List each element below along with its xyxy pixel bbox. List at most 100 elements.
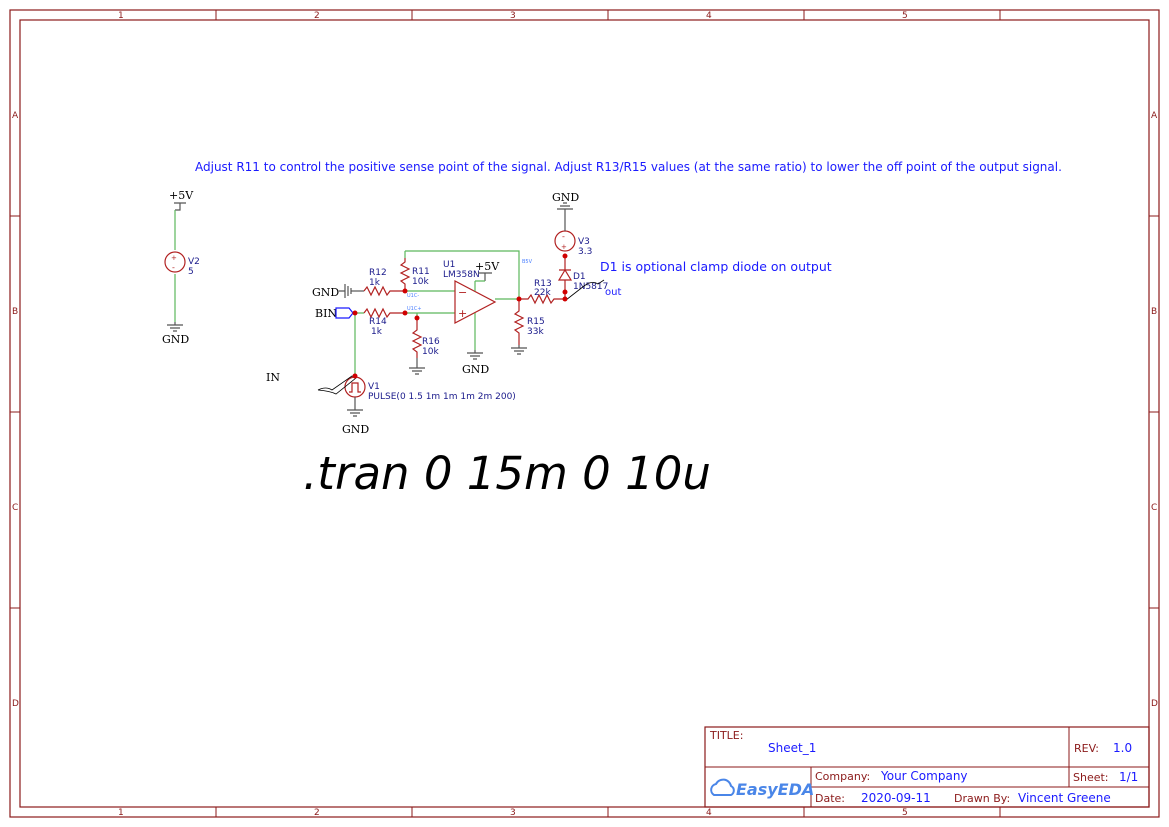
r15-value: 33k (527, 327, 544, 337)
opamp-plus: + (458, 307, 467, 320)
u1-value: LM358N (443, 270, 480, 280)
ground-icon (347, 397, 363, 417)
net-u1c-minus: U1C- (407, 293, 419, 299)
net-u1c-plus: U1C+ (407, 306, 422, 312)
net-label-5v: +5V (475, 260, 500, 273)
svg-text:+: + (171, 254, 177, 262)
ground-icon (339, 284, 352, 298)
column-label: 5 (902, 808, 908, 818)
title-value: Sheet_1 (768, 741, 816, 755)
ground-icon (511, 345, 527, 355)
ground-icon (409, 358, 425, 375)
voltage-source-icon (164, 251, 186, 273)
sheet-value: 1/1 (1119, 770, 1138, 784)
u1-opamp[interactable]: − + U1 LM358N +5V GND (443, 260, 519, 376)
row-label: A (1151, 111, 1158, 121)
net-b5v: B5V (522, 259, 533, 265)
v3-ref: V3 (578, 237, 590, 247)
svg-text:EasyEDA: EasyEDA (736, 780, 814, 799)
r11-ref: R11 (412, 267, 430, 277)
gnd-label: GND (312, 286, 339, 299)
ground-icon (467, 350, 483, 360)
company-value: Your Company (880, 769, 968, 783)
row-label: D (1151, 699, 1158, 709)
net-label-5v: +5V (169, 189, 194, 202)
r11-value: 10k (412, 277, 429, 287)
easyeda-logo: EasyEDA (710, 778, 814, 799)
note-main[interactable]: Adjust R11 to control the positive sense… (195, 160, 1062, 174)
r16-resistor (411, 318, 423, 358)
probe-label-out: out (605, 287, 621, 298)
u1-ref: U1 (443, 260, 455, 270)
column-label: 1 (118, 11, 124, 21)
pulse-source-icon (344, 376, 366, 398)
gnd-label: GND (552, 191, 579, 204)
junctions (352, 253, 568, 379)
row-label: C (1151, 503, 1157, 513)
company-label: Company: (815, 770, 870, 783)
drawn-by-value: Vincent Greene (1018, 791, 1111, 805)
gnd-label: GND (162, 333, 189, 346)
row-label: B (1151, 307, 1157, 317)
row-label: A (12, 111, 19, 121)
d1-ref: D1 (573, 272, 586, 282)
sheet-label: Sheet: (1073, 771, 1109, 784)
date-label: Date: (815, 792, 845, 805)
v1-ref: V1 (368, 382, 380, 392)
ground-icon (167, 322, 183, 332)
column-label: 5 (902, 11, 908, 21)
r14-value: 1k (371, 327, 383, 337)
note-diode[interactable]: D1 is optional clamp diode on output (600, 259, 832, 274)
svg-text:+: + (561, 243, 567, 251)
d1-value: 1N5817 (573, 282, 608, 292)
r14-ref: R14 (369, 317, 387, 327)
row-label: D (12, 699, 19, 709)
r13-value: 22k (534, 288, 551, 298)
r13-resistor (519, 293, 565, 305)
svg-text:-: - (562, 232, 565, 241)
r16-ref: R16 (422, 337, 440, 347)
r16-value: 10k (422, 347, 439, 357)
bin-port-label: BIN (315, 307, 337, 320)
r12-value: 1k (369, 278, 381, 288)
rev-label: REV: (1074, 742, 1099, 755)
ground-icon (557, 202, 573, 231)
v3-value: 3.3 (578, 247, 592, 257)
opamp-icon (454, 280, 497, 324)
title-label: TITLE: (709, 729, 743, 742)
output-network[interactable]: R13 22k R15 33k D1 1N5817 out -+ V3 3.3 … (511, 191, 621, 355)
title-block: TITLE: Sheet_1 REV: 1.0 Company: Your Co… (704, 726, 1150, 808)
rev-value: 1.0 (1113, 741, 1132, 755)
column-label: 3 (510, 808, 516, 818)
probe-icon (565, 279, 605, 301)
opamp-minus: − (458, 286, 467, 299)
column-label: 2 (314, 11, 320, 21)
r13-ref: R13 (534, 279, 552, 289)
column-label: 2 (314, 808, 320, 818)
row-label: B (12, 307, 18, 317)
r14-resistor (363, 307, 405, 319)
r15-ref: R15 (527, 317, 545, 327)
probe-label-in: IN (266, 371, 280, 384)
r11-resistor (399, 258, 411, 291)
r15-resistor (513, 299, 525, 345)
r12-ref: R12 (369, 268, 387, 278)
row-label: C (12, 503, 18, 513)
v2-ref: V2 (188, 257, 200, 267)
svg-text:-: - (172, 263, 175, 272)
column-label: 4 (706, 11, 712, 21)
v2-value: 5 (188, 267, 194, 277)
column-label: 1 (118, 808, 124, 818)
date-value: 2020-09-11 (861, 791, 931, 805)
gnd-label: GND (462, 363, 489, 376)
column-label: 4 (706, 808, 712, 818)
v1-value: PULSE(0 1.5 1m 1m 1m 2m 200) (368, 392, 516, 402)
column-label: 3 (510, 11, 516, 21)
v2-source[interactable]: +5V +- V2 5 GND (162, 189, 200, 346)
spice-directive[interactable]: .tran 0 15m 0 10u (303, 447, 711, 500)
r12-resistor (363, 285, 405, 297)
gnd-label: GND (342, 423, 369, 436)
input-network[interactable]: GND R12 1k R11 10k U1C- U1C+ B5V BIN R14… (266, 250, 533, 436)
bin-port-icon (335, 307, 354, 319)
